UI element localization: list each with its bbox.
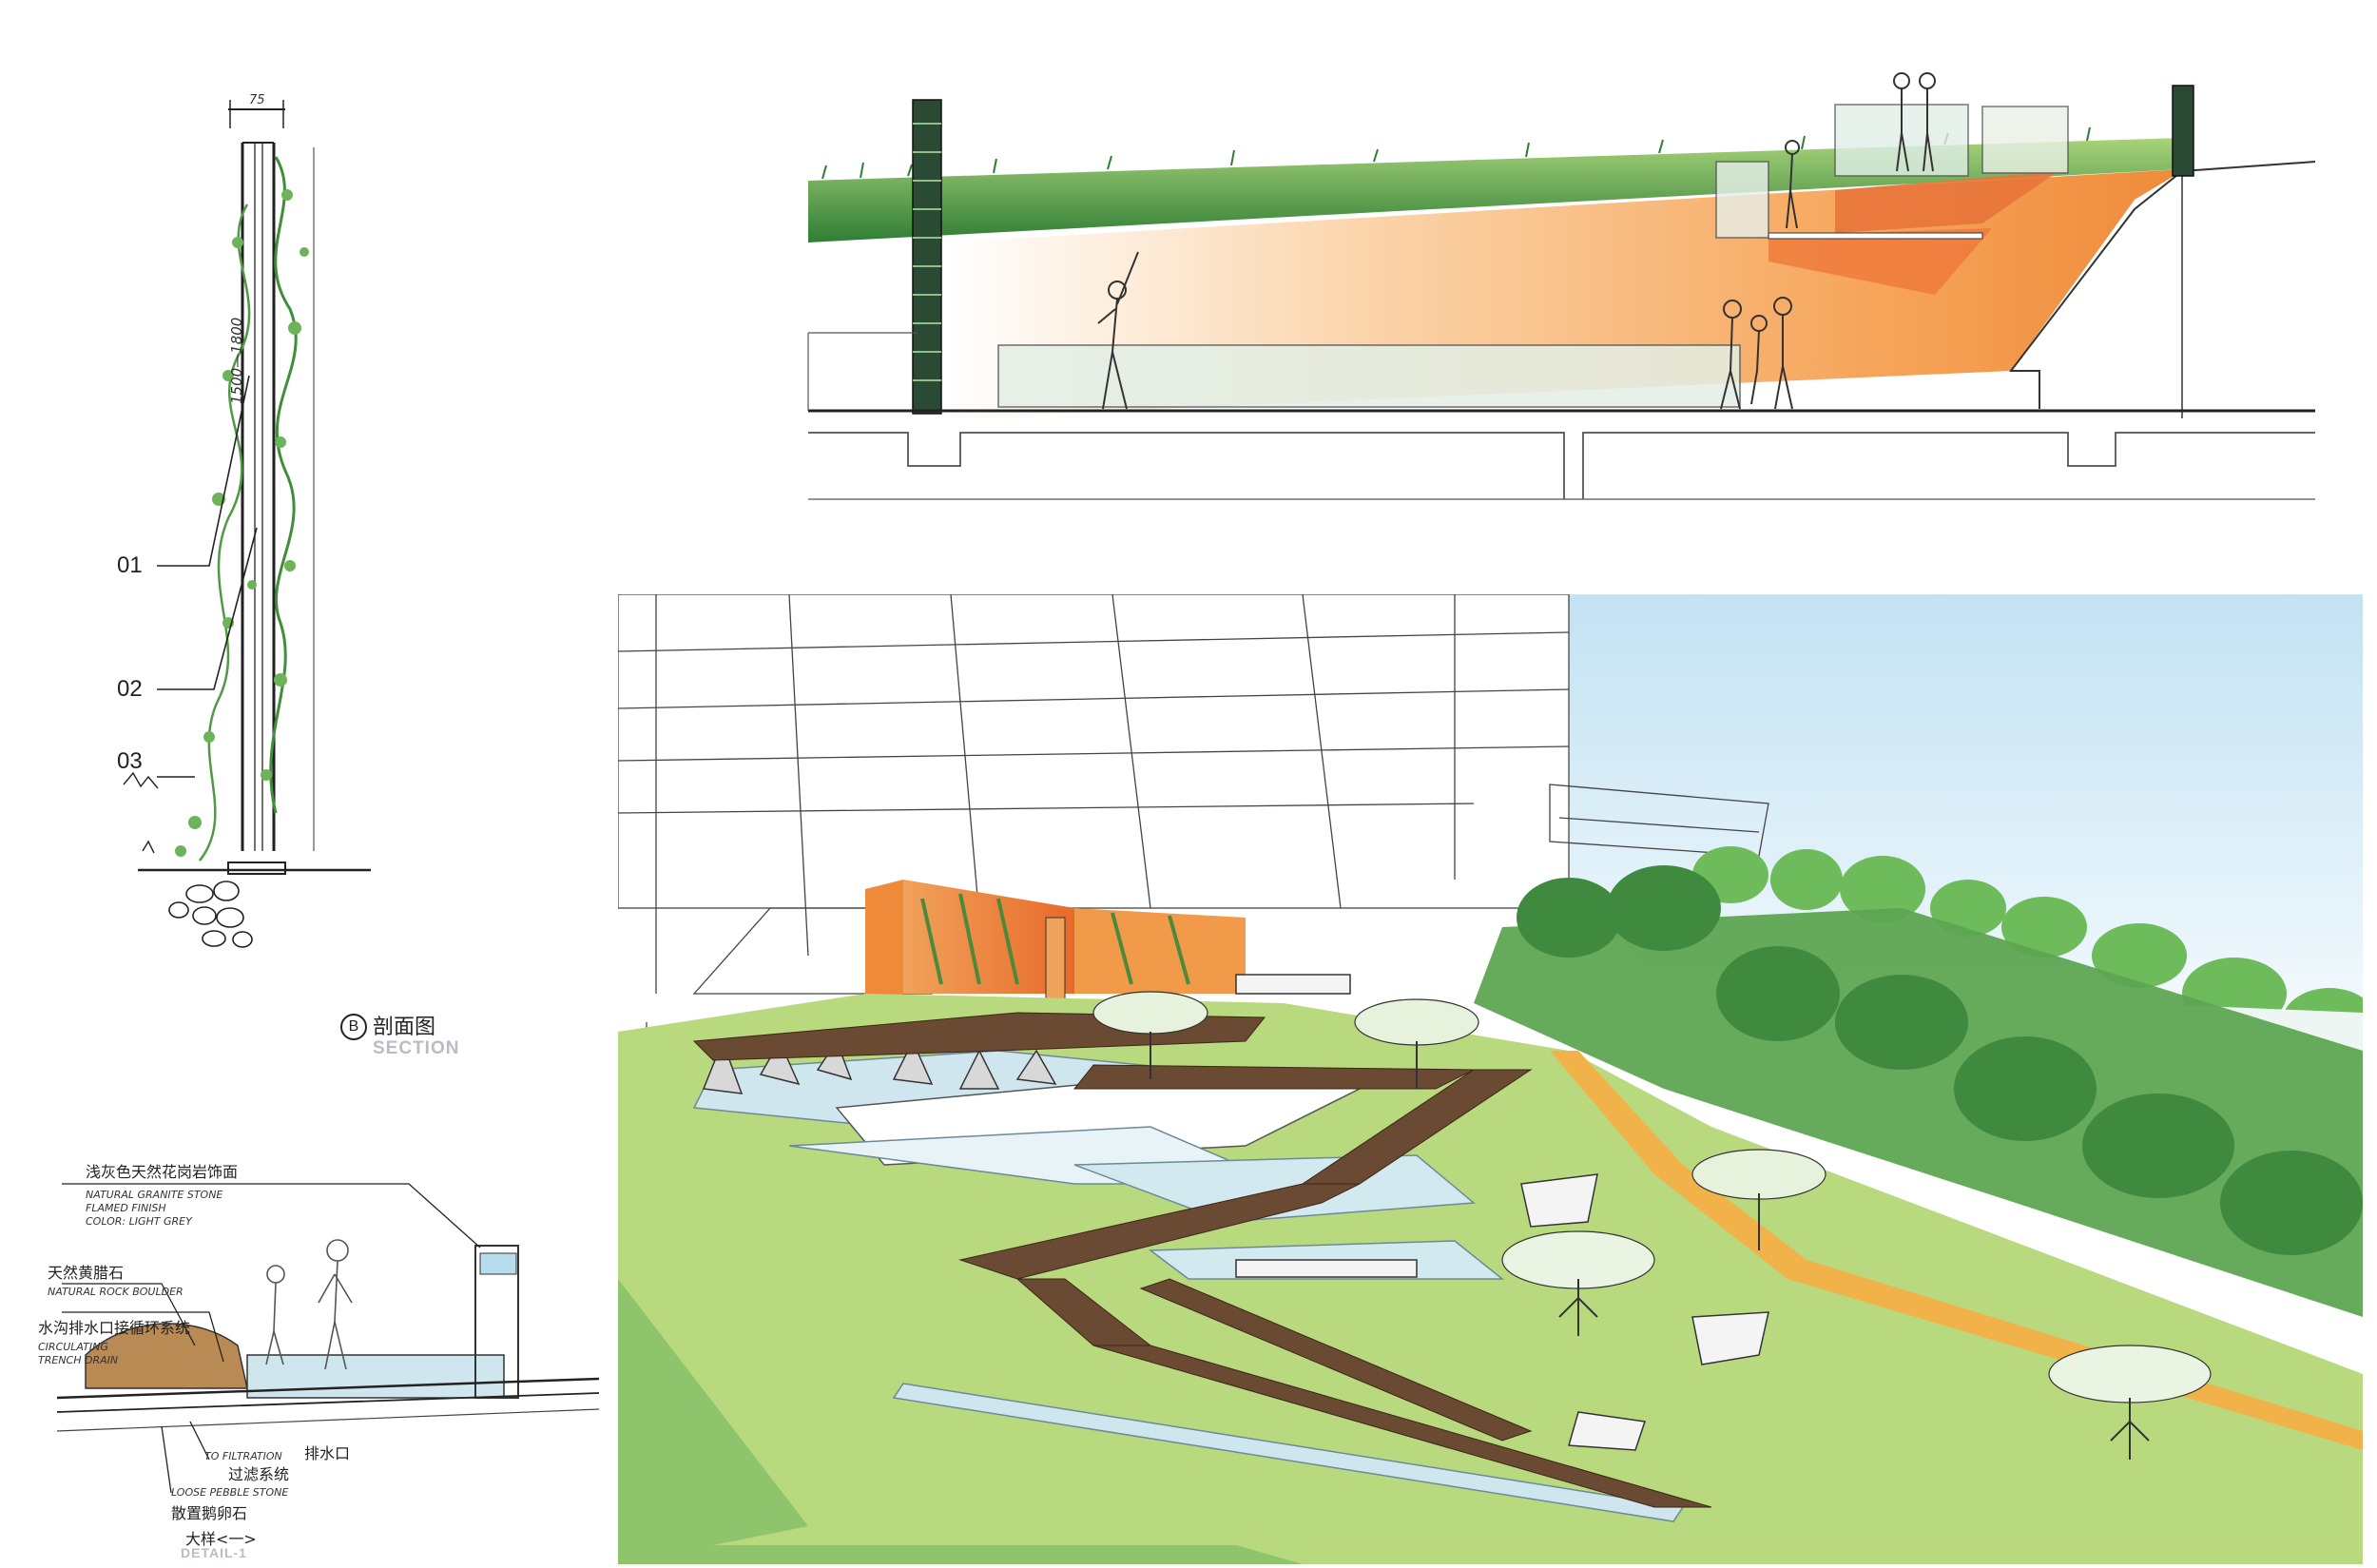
site-section-elevation: [803, 57, 2315, 513]
green-wall-section: 75 1500—1800 01 02 03: [86, 90, 523, 984]
detail-drawing: [56, 1183, 600, 1494]
label-granite-en-1: NATURAL GRANITE STONE: [86, 1189, 223, 1201]
section-symbol: B: [340, 1014, 367, 1040]
label-granite-en-2: FLAMED FINISH: [86, 1202, 166, 1214]
label-pebble-cn: 散置鹅卵石: [171, 1504, 248, 1522]
label-trench-cn: 水沟排水口接循环系统: [38, 1319, 191, 1337]
section-symbol-letter: B: [348, 1018, 359, 1035]
label-pebble-en: LOOSE PEBBLE STONE: [171, 1486, 289, 1499]
detail-title-en: DETAIL-1: [181, 1545, 247, 1560]
detail-title-cn: 大样<一>: [185, 1530, 257, 1548]
callout-02: 02: [117, 676, 143, 702]
section-title-en: SECTION: [373, 1038, 460, 1058]
aerial-perspective: [618, 594, 2363, 1564]
callout-03: 03: [117, 748, 143, 774]
label-trench-en-2: TRENCH DRAIN: [38, 1354, 119, 1366]
label-filter-cn: 过滤系统: [228, 1465, 290, 1483]
label-rock-en: NATURAL ROCK BOULDER: [48, 1286, 184, 1298]
label-granite-cn: 浅灰色天然花岗岩饰面: [86, 1163, 239, 1181]
perspective-drawing: [618, 594, 2363, 1564]
label-filter-en: TO FILTRATION: [204, 1450, 282, 1462]
label-outlet-cn: 排水口: [304, 1444, 351, 1462]
green-wall-drawing: [123, 100, 371, 948]
section-title-cn: 剖面图: [373, 1016, 436, 1039]
callout-01: 01: [117, 552, 143, 578]
detail-1: 浅灰色天然花岗岩饰面 NATURAL GRANITE STONE FLAMED …: [29, 1141, 618, 1560]
dim-top-label: 75: [249, 93, 265, 107]
label-trench-en-1: CIRCULATING: [38, 1341, 108, 1353]
site-section-drawing: [807, 72, 2315, 500]
section-mark: B 剖面图 SECTION: [340, 1006, 493, 1063]
label-rock-cn: 天然黄腊石: [48, 1264, 125, 1282]
dim-side-label: 1500—1800: [228, 317, 245, 404]
label-granite-en-3: COLOR: LIGHT GREY: [86, 1215, 192, 1228]
